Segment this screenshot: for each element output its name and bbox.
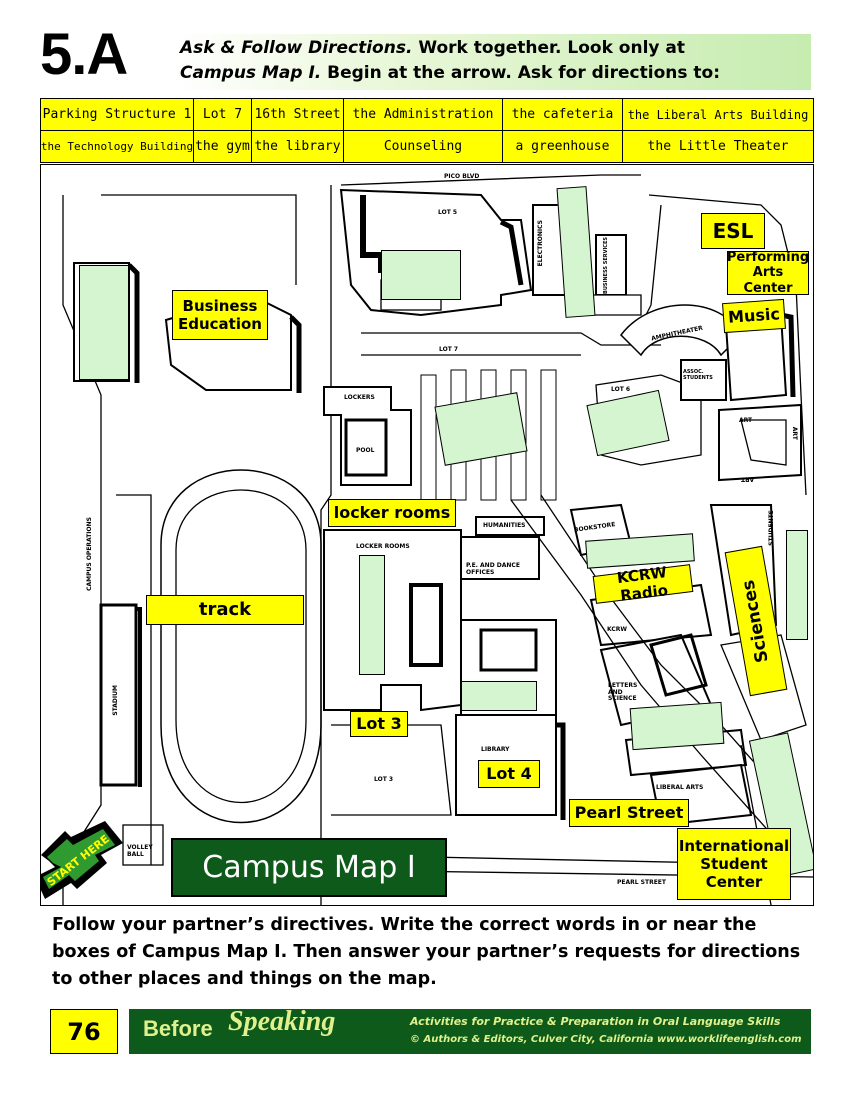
vocab-cell: a greenhouse bbox=[503, 131, 623, 162]
vocab-cell: the Liberal Arts Building bbox=[623, 99, 813, 131]
map-text-pearl-street: PEARL STREET bbox=[617, 879, 666, 886]
brand-before: Before bbox=[143, 1016, 213, 1041]
map-text-assoc-students: ASSOC. STUDENTS bbox=[683, 369, 713, 381]
vocab-cell: the Little Theater bbox=[647, 139, 789, 154]
map-text-students: STUDENTS bbox=[768, 510, 775, 546]
instructions-map-ref: Campus Map I. bbox=[180, 63, 322, 83]
follow-instructions: Follow your partner’s directives. Write … bbox=[52, 915, 801, 989]
vocab-cell: the Administration bbox=[344, 99, 503, 131]
label-esl: ESL bbox=[701, 213, 765, 249]
map-text-pool: POOL bbox=[356, 447, 375, 454]
map-text-pe-offices: P.E. AND DANCE OFFICES bbox=[466, 562, 520, 576]
vocab-cell: the Technology Building bbox=[41, 131, 194, 162]
instructions-line1: Work together. Look only at bbox=[412, 38, 685, 58]
answer-box[interactable] bbox=[629, 701, 725, 751]
map-text-art: ART bbox=[739, 417, 753, 424]
label-locker-rooms: locker rooms bbox=[328, 499, 456, 527]
label-lot4: Lot 4 bbox=[478, 760, 540, 788]
vocab-cell: Lot 7 bbox=[194, 99, 252, 131]
vocab-cell: the cafeteria bbox=[503, 99, 623, 131]
answer-box[interactable] bbox=[381, 250, 461, 300]
start-here-arrow: START HERE bbox=[41, 815, 125, 905]
unit-number: 5.A bbox=[40, 22, 128, 87]
answer-box[interactable] bbox=[461, 681, 537, 711]
instructions-lead: Ask & Follow Directions. bbox=[180, 38, 413, 58]
vocab-cell: Counseling bbox=[344, 131, 503, 162]
vocab-cell: Parking Structure 1 bbox=[41, 99, 194, 131]
map-text-art: ART bbox=[741, 475, 755, 483]
vocab-cell: the gym bbox=[194, 131, 252, 162]
map-text-letters-science: LETTERS AND SCIENCE bbox=[608, 682, 638, 703]
arrow-icon bbox=[41, 821, 123, 899]
map-text-lot5: LOT 5 bbox=[438, 209, 458, 216]
label-music: Music bbox=[722, 298, 786, 334]
label-lot3: Lot 3 bbox=[350, 711, 408, 737]
map-text-stadium: STADIUM bbox=[112, 685, 119, 716]
vocabulary-grid: Parking Structure 1 Lot 7 16th Street th… bbox=[40, 98, 814, 163]
map-text-locker-rooms: LOCKER ROOMS bbox=[356, 543, 410, 550]
label-sciences-text: Sciences bbox=[738, 578, 773, 664]
answer-box[interactable] bbox=[786, 530, 808, 640]
brand-speaking-logo: Speaking bbox=[228, 1006, 336, 1037]
map-title: Campus Map I bbox=[171, 838, 447, 897]
map-text-lockers: LOCKERS bbox=[344, 394, 375, 401]
campus-map: PICO BLVD LOT 5 LOT 7 ELECTRONICS BUSINE… bbox=[40, 164, 814, 906]
map-text-pico-blvd: PICO BLVD bbox=[444, 173, 480, 180]
map-text-liberal-arts: LIBERAL ARTS bbox=[656, 784, 704, 791]
map-text-lot6: LOT 6 bbox=[611, 386, 631, 393]
vocab-cell: the library bbox=[252, 131, 344, 162]
label-track: track bbox=[146, 595, 304, 625]
map-text-lot7: LOT 7 bbox=[439, 346, 459, 353]
page-number: 76 bbox=[50, 1009, 118, 1054]
brand-tagline: Activities for Practice & Preparation in… bbox=[410, 1015, 781, 1028]
map-text-campus-operations: CAMPUS OPERATIONS bbox=[86, 517, 93, 591]
label-international-student-center: International Student Center bbox=[677, 828, 791, 900]
map-text-humanities: HUMANITIES bbox=[483, 522, 526, 529]
answer-box[interactable] bbox=[359, 555, 385, 675]
map-text-kcrw: KCRW bbox=[607, 626, 628, 633]
instructions-heading: Ask & Follow Directions. Work together. … bbox=[180, 36, 805, 86]
map-text-electronics: ELECTRONICS bbox=[537, 220, 544, 267]
vocab-cell: 16th Street bbox=[252, 99, 344, 131]
label-pearl-street: Pearl Street bbox=[569, 799, 689, 827]
map-text-business-services: BUSINESS SERVICES bbox=[603, 237, 609, 294]
label-business-education: Business Education bbox=[172, 290, 268, 340]
map-text-library: LIBRARY bbox=[481, 746, 510, 753]
header-band bbox=[175, 34, 811, 90]
answer-box[interactable] bbox=[79, 265, 129, 380]
map-text-volley-ball: VOLLEY BALL bbox=[127, 844, 153, 858]
map-text-art: ART bbox=[790, 426, 798, 440]
instructions-line2: Begin at the arrow. Ask for directions t… bbox=[321, 63, 721, 83]
brand-banner bbox=[129, 1009, 811, 1054]
map-text-lot3: LOT 3 bbox=[374, 776, 394, 783]
brand-credit: © Authors & Editors, Culver City, Califo… bbox=[410, 1034, 802, 1045]
label-performing-arts-center: Performing Arts Center bbox=[726, 249, 810, 296]
